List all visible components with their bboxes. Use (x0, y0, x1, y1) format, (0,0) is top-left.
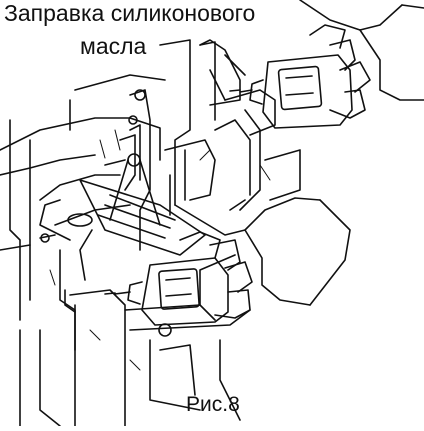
upper-oil-bottle (229, 54, 353, 129)
front-cover (64, 254, 251, 427)
needle-plate (39, 179, 206, 281)
upper-mechanism (199, 39, 301, 211)
lower-oil-bottle (104, 257, 229, 326)
lower-hand (174, 197, 351, 319)
needle-mechanism (104, 39, 216, 251)
machine-housing (0, 74, 166, 427)
upper-hand (299, 0, 424, 119)
caption-line-1: Заправка силиконового (4, 0, 256, 26)
figure-label: Рис.8 (186, 393, 240, 416)
caption-line-2: масла (80, 33, 147, 59)
hatching (49, 129, 271, 371)
